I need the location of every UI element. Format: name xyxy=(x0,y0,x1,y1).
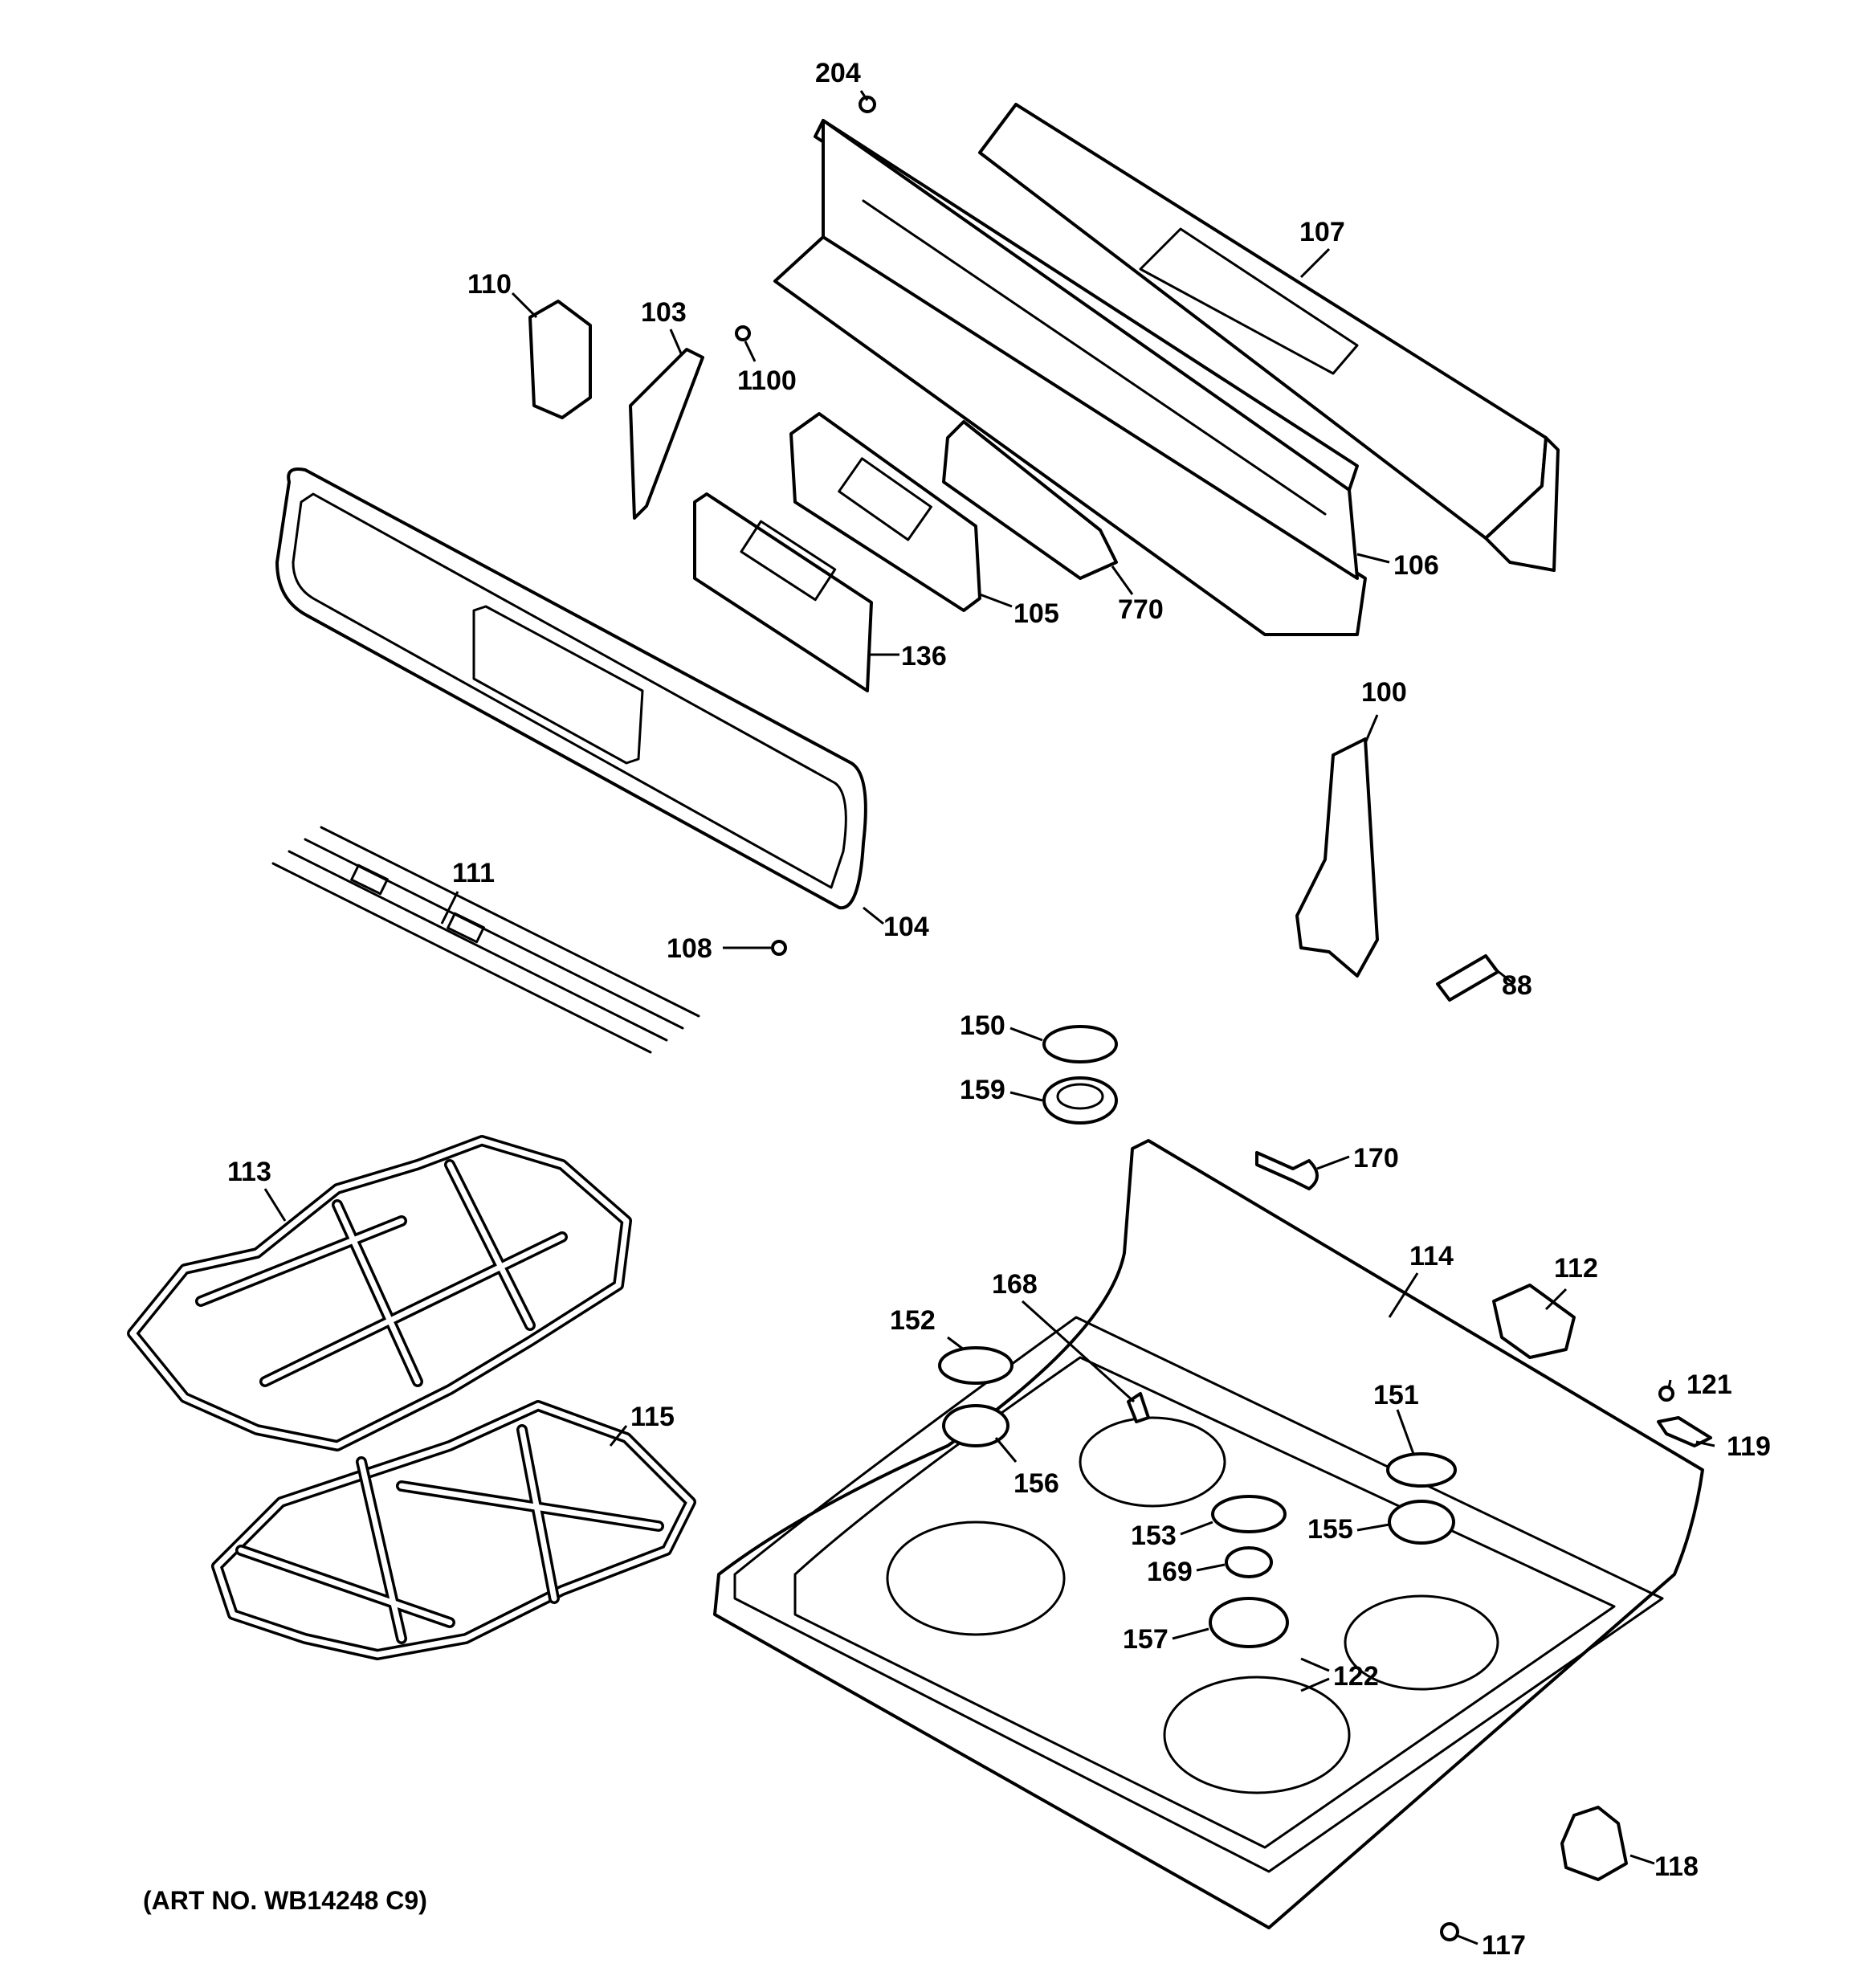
part-111-wire-harness xyxy=(271,826,700,1054)
part-770-bracket xyxy=(942,420,1118,580)
callout-106: 106 xyxy=(1393,550,1439,581)
callout-150: 150 xyxy=(960,1010,1005,1041)
callout-153: 153 xyxy=(1131,1521,1177,1551)
part-151-burner-cap xyxy=(1386,1452,1457,1488)
callout-114: 114 xyxy=(1409,1241,1454,1272)
part-114-cooktop xyxy=(713,1139,1704,1929)
part-105-control-board xyxy=(789,412,981,612)
part-204-screw xyxy=(859,96,876,113)
callout-100: 100 xyxy=(1361,677,1407,708)
part-110-relay xyxy=(528,300,592,419)
part-108-screw xyxy=(771,940,787,956)
callout-117: 117 xyxy=(1482,1930,1526,1961)
part-169-burner-head-small xyxy=(1225,1546,1273,1578)
callout-159: 159 xyxy=(960,1075,1005,1105)
part-136-keypad-overlay xyxy=(693,492,873,692)
callout-122: 122 xyxy=(1333,1661,1379,1692)
part-113-left-grate xyxy=(127,1135,632,1451)
callout-110: 110 xyxy=(467,269,512,300)
callout-168: 168 xyxy=(992,1269,1038,1300)
part-100-side-trim xyxy=(1295,737,1379,978)
callout-170: 170 xyxy=(1353,1143,1399,1174)
part-103-bracket xyxy=(629,348,704,520)
part-106-backsplash-panel xyxy=(773,119,1367,636)
part-170-screw xyxy=(1255,1151,1319,1190)
part-107-rear-cover xyxy=(978,103,1560,572)
part-119-bracket xyxy=(1657,1416,1712,1447)
part-159-burner-head xyxy=(1042,1076,1118,1125)
part-118-knob xyxy=(1560,1806,1628,1881)
leader-lines xyxy=(263,90,1715,1945)
part-153-burner-cap xyxy=(1211,1495,1287,1533)
callout-104: 104 xyxy=(883,912,929,942)
callout-105: 105 xyxy=(1014,598,1059,629)
art-number: (ART NO. WB14248 C9) xyxy=(143,1886,427,1915)
callout-169: 169 xyxy=(1147,1557,1193,1587)
callout-136: 136 xyxy=(901,641,947,672)
callout-119: 119 xyxy=(1727,1431,1771,1462)
callout-112: 112 xyxy=(1554,1253,1598,1284)
part-155-burner-head xyxy=(1388,1500,1455,1545)
callout-770: 770 xyxy=(1118,594,1164,625)
part-156-burner-head xyxy=(942,1404,1009,1447)
callout-107: 107 xyxy=(1299,217,1345,247)
callout-204: 204 xyxy=(815,58,861,88)
callout-121: 121 xyxy=(1687,1370,1732,1400)
part-152-burner-cap xyxy=(938,1346,1014,1385)
part-150-burner-cap xyxy=(1042,1025,1118,1063)
part-157-burner-head xyxy=(1209,1597,1289,1648)
callout-115: 115 xyxy=(630,1402,675,1432)
callout-156: 156 xyxy=(1014,1468,1059,1499)
part-88-clip xyxy=(1436,954,1499,1002)
part-117-nut xyxy=(1440,1922,1459,1941)
callout-151: 151 xyxy=(1373,1380,1419,1410)
callout-1100: 1100 xyxy=(737,365,797,396)
callout-113: 113 xyxy=(227,1157,271,1187)
callout-152: 152 xyxy=(890,1305,936,1336)
callout-88: 88 xyxy=(1502,970,1532,1001)
part-121-screw xyxy=(1658,1386,1674,1402)
part-115-right-grate xyxy=(211,1400,696,1660)
callout-155: 155 xyxy=(1307,1514,1353,1545)
callout-111: 111 xyxy=(452,858,495,888)
callout-108: 108 xyxy=(667,933,712,964)
callout-103: 103 xyxy=(641,297,687,328)
callout-157: 157 xyxy=(1123,1624,1169,1655)
part-1100-screw xyxy=(735,325,751,341)
part-104-control-panel xyxy=(275,467,867,910)
part-112-valve-assembly xyxy=(1492,1284,1576,1359)
callout-118: 118 xyxy=(1654,1851,1699,1882)
